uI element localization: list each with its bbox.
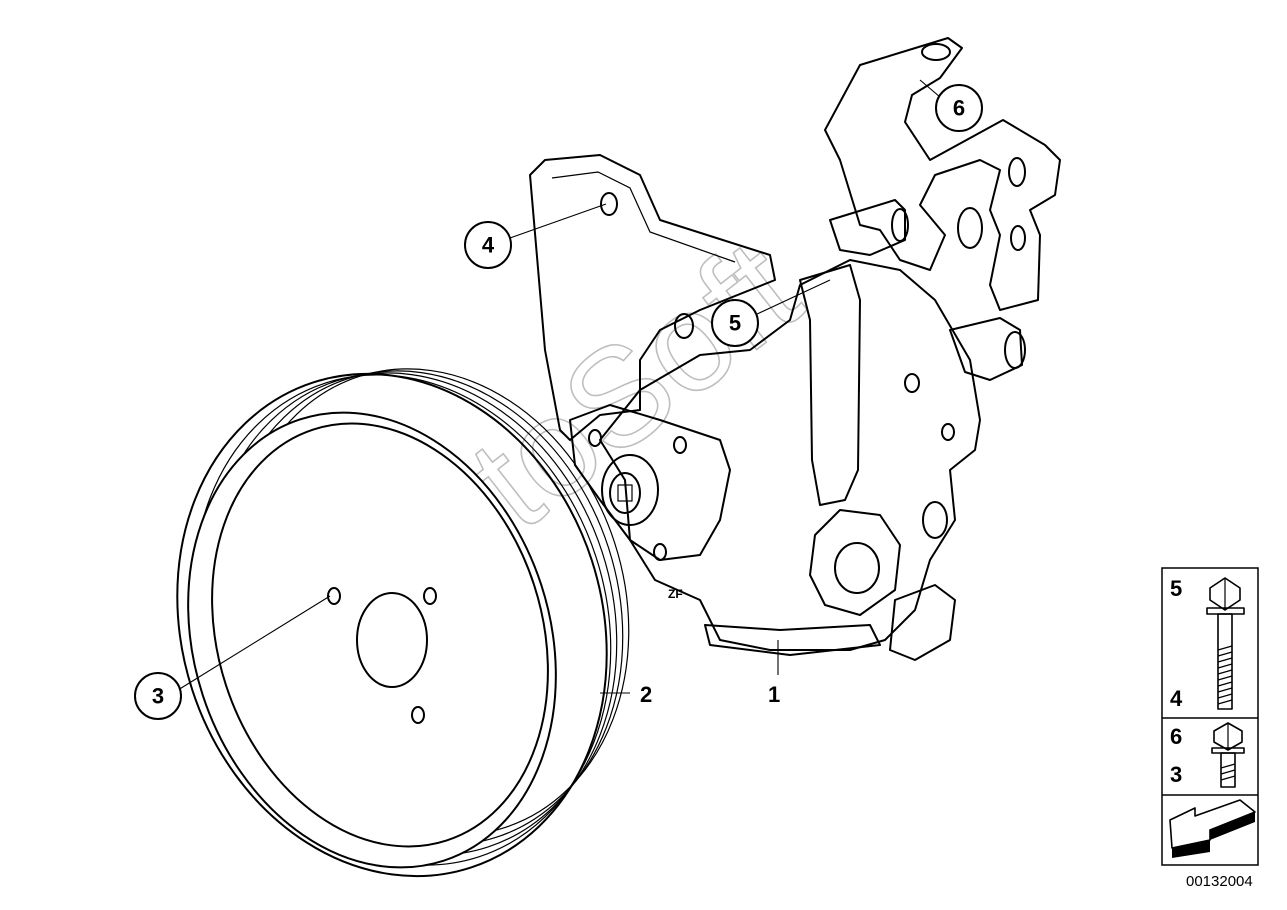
document-number: 00132004 <box>1186 873 1253 890</box>
rear-bracket <box>824 37 1061 311</box>
pump-marking: ZF <box>668 587 683 601</box>
short-bolt-icon <box>1211 722 1245 788</box>
legend-short-bottom: 3 <box>1170 762 1182 787</box>
svg-text:3: 3 <box>152 684 164 709</box>
long-bolt-icon <box>1206 577 1245 710</box>
callout-1: 1 <box>768 682 780 707</box>
callout-2: 2 <box>640 682 652 707</box>
leader-lines <box>177 79 941 694</box>
svg-text:4: 4 <box>482 233 495 258</box>
hardware-legend: 5 4 6 3 <box>1161 567 1259 866</box>
callout-3: 3 <box>134 672 182 720</box>
power-steering-pump: ZF <box>569 199 1026 661</box>
svg-text:6: 6 <box>953 96 965 121</box>
callout-4: 4 <box>464 221 512 269</box>
svg-text:2: 2 <box>640 682 652 707</box>
callout-5: 5 <box>711 299 759 347</box>
direction-arrow-icon <box>1169 799 1256 858</box>
pulley <box>176 368 630 878</box>
callout-6: 6 <box>935 84 983 132</box>
svg-text:5: 5 <box>729 311 741 336</box>
svg-text:1: 1 <box>768 682 780 707</box>
front-bracket <box>529 154 776 441</box>
legend-long-top: 5 <box>1170 576 1182 601</box>
legend-long-bottom: 4 <box>1170 686 1183 711</box>
legend-short-top: 6 <box>1170 724 1182 749</box>
